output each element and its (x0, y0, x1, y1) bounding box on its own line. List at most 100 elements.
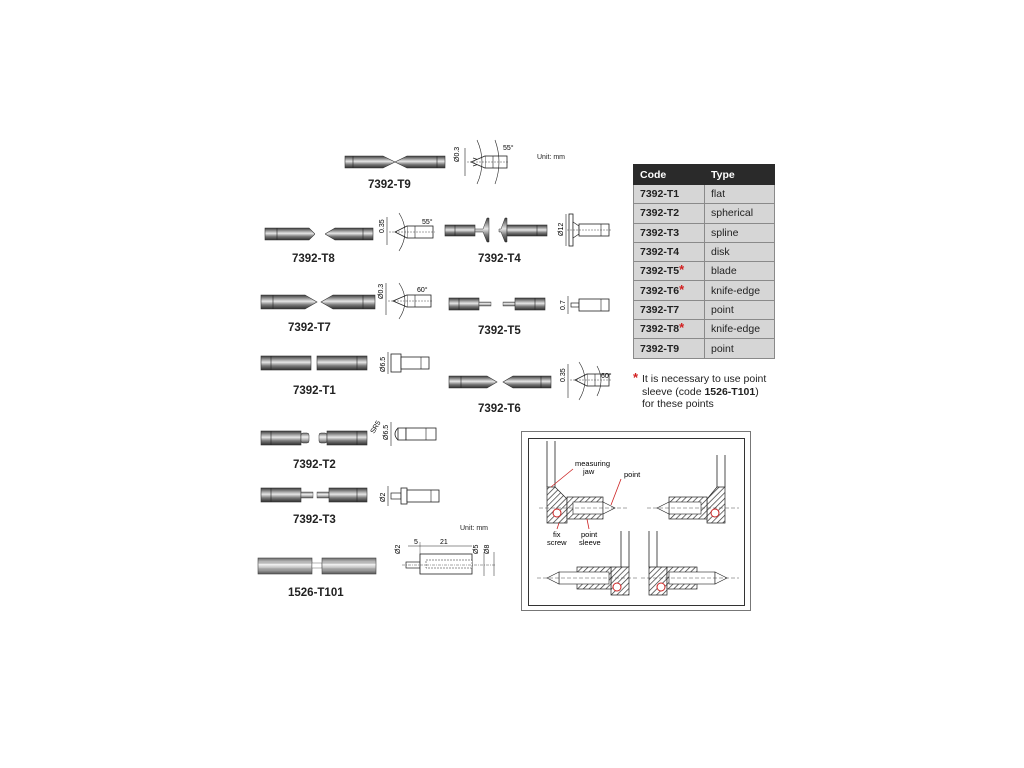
part-t7-drawing: Ø0.3 60° (378, 282, 433, 320)
table-cell-code: 7392-T7 (633, 299, 705, 321)
part-t1-photo (260, 355, 368, 371)
table-cell-type: knife-edge (704, 280, 775, 301)
part-t9-code: 7392-T9 (368, 179, 411, 191)
part-t4-photo (444, 217, 548, 243)
part-t5-drawing: 0.7 (560, 296, 610, 314)
table-row: 7392-T8*knife-edge (633, 319, 775, 340)
t101-dim-d8: Ø8 (484, 545, 491, 554)
part-t2-photo (260, 430, 368, 446)
part-t6-photo (448, 375, 552, 389)
part-t6-drawing: 0.35 60° (560, 361, 612, 401)
part-t8-drawing: 0.35 55° (379, 212, 435, 252)
t2-dim-a: SR5 (370, 420, 383, 435)
part-t2-code: 7392-T2 (293, 459, 336, 471)
part-t4-drawing: Ø12 (558, 213, 612, 247)
part-t101-code: 1526-T101 (288, 587, 344, 599)
table-cell-star: * (679, 281, 685, 297)
table-cell-type: spline (704, 222, 775, 243)
part-t5-photo (448, 297, 546, 311)
table-cell-code: 7392-T4 (633, 241, 705, 263)
table-cell-code: 7392-T6* (633, 280, 705, 301)
note-line-1: It is necessary to use point (642, 373, 767, 385)
table-row: 7392-T5*blade (633, 261, 775, 282)
table-cell-code: 7392-T2 (633, 203, 705, 224)
table-header-type: Type (704, 164, 775, 185)
part-t101-photo (257, 557, 377, 575)
part-t2-drawing: SR5 Ø6.5 (370, 420, 437, 446)
part-t1-drawing: Ø6.5 (380, 352, 430, 374)
note-star: * (633, 370, 639, 385)
t6-angle: 60° (601, 372, 612, 380)
t9-angle: 55° (503, 144, 514, 152)
table-cell-type: point (704, 338, 775, 359)
part-t6-code: 7392-T6 (478, 403, 521, 415)
table-cell-star: * (679, 320, 685, 336)
t7-dim: Ø0.3 (378, 284, 385, 299)
table-cell-code: 7392-T5* (633, 261, 705, 282)
table-cell-type: knife-edge (704, 319, 775, 340)
unit-label-bottom: Unit: mm (460, 525, 488, 532)
label-sleeve: sleeve (579, 538, 601, 547)
t5-dim: 0.7 (560, 300, 567, 310)
part-t9-photo (344, 155, 446, 169)
t3-dim: Ø2 (380, 493, 387, 502)
t9-dim: Ø0.3 (454, 147, 461, 162)
part-t4-code: 7392-T4 (478, 253, 521, 265)
t101-dim-d2: Ø2 (395, 545, 402, 554)
part-t7-photo (260, 294, 376, 310)
assembly-inset-frame: measuring jaw point fix screw point slee… (528, 438, 745, 606)
note-line-3: for these points (642, 398, 714, 410)
label-screw: screw (547, 538, 567, 547)
table-cell-type: blade (704, 261, 775, 282)
table-cell-type: point (704, 299, 775, 321)
t8-angle: 55° (422, 218, 433, 226)
part-t1-code: 7392-T1 (293, 385, 336, 397)
t101-dim-21: 21 (440, 539, 448, 546)
t4-dim: Ø12 (558, 223, 565, 236)
table-cell-type: spherical (704, 203, 775, 224)
part-t8-code: 7392-T8 (292, 253, 335, 265)
part-t8-photo (264, 227, 374, 241)
table-cell-code: 7392-T3 (633, 222, 705, 243)
t6-dim: 0.35 (560, 368, 567, 382)
part-t7-code: 7392-T7 (288, 322, 331, 334)
table-cell-type: flat (704, 183, 775, 205)
label-point: point (624, 470, 641, 479)
assembly-drawing: measuring jaw point fix screw point slee… (537, 441, 739, 596)
t2-dim-b: Ø6.5 (383, 425, 390, 440)
part-t3-code: 7392-T3 (293, 514, 336, 526)
point-sleeve-note: * It is necessary to use point sleeve (c… (633, 370, 794, 411)
table-cell-code: 7392-T8* (633, 319, 705, 340)
label-jaw: jaw (582, 467, 595, 476)
table-row: 7392-T6*knife-edge (633, 280, 775, 301)
t7-angle: 60° (417, 286, 428, 294)
table-cell-code: 7392-T1 (633, 183, 705, 205)
t1-dim: Ø6.5 (380, 357, 387, 372)
table-cell-star: * (679, 262, 685, 278)
label-point-sleeve: point (581, 530, 598, 539)
part-t3-drawing: Ø2 (380, 486, 440, 506)
table-header-code: Code (633, 164, 705, 185)
assembly-inset: measuring jaw point fix screw point slee… (521, 431, 751, 611)
label-measuring: measuring (575, 459, 610, 468)
table-cell-type: disk (704, 241, 775, 263)
unit-label-top: Unit: mm (537, 154, 565, 161)
t101-dim-5: 5 (414, 539, 418, 546)
table-cell-code: 7392-T9 (633, 338, 705, 359)
table-header-row: Code Type (633, 164, 775, 185)
t8-dim: 0.35 (379, 219, 386, 233)
part-t3-photo (260, 487, 368, 503)
label-fix: fix (553, 530, 561, 539)
part-t101-drawing: Ø2 5 21 Ø5 Ø8 (395, 539, 496, 576)
note-line-2: sleeve (code 1526-T101) (642, 385, 759, 398)
t101-dim-d5: Ø5 (473, 545, 480, 554)
part-t5-code: 7392-T5 (478, 325, 521, 337)
part-t9-drawing: Ø0.3 55° (454, 139, 514, 185)
